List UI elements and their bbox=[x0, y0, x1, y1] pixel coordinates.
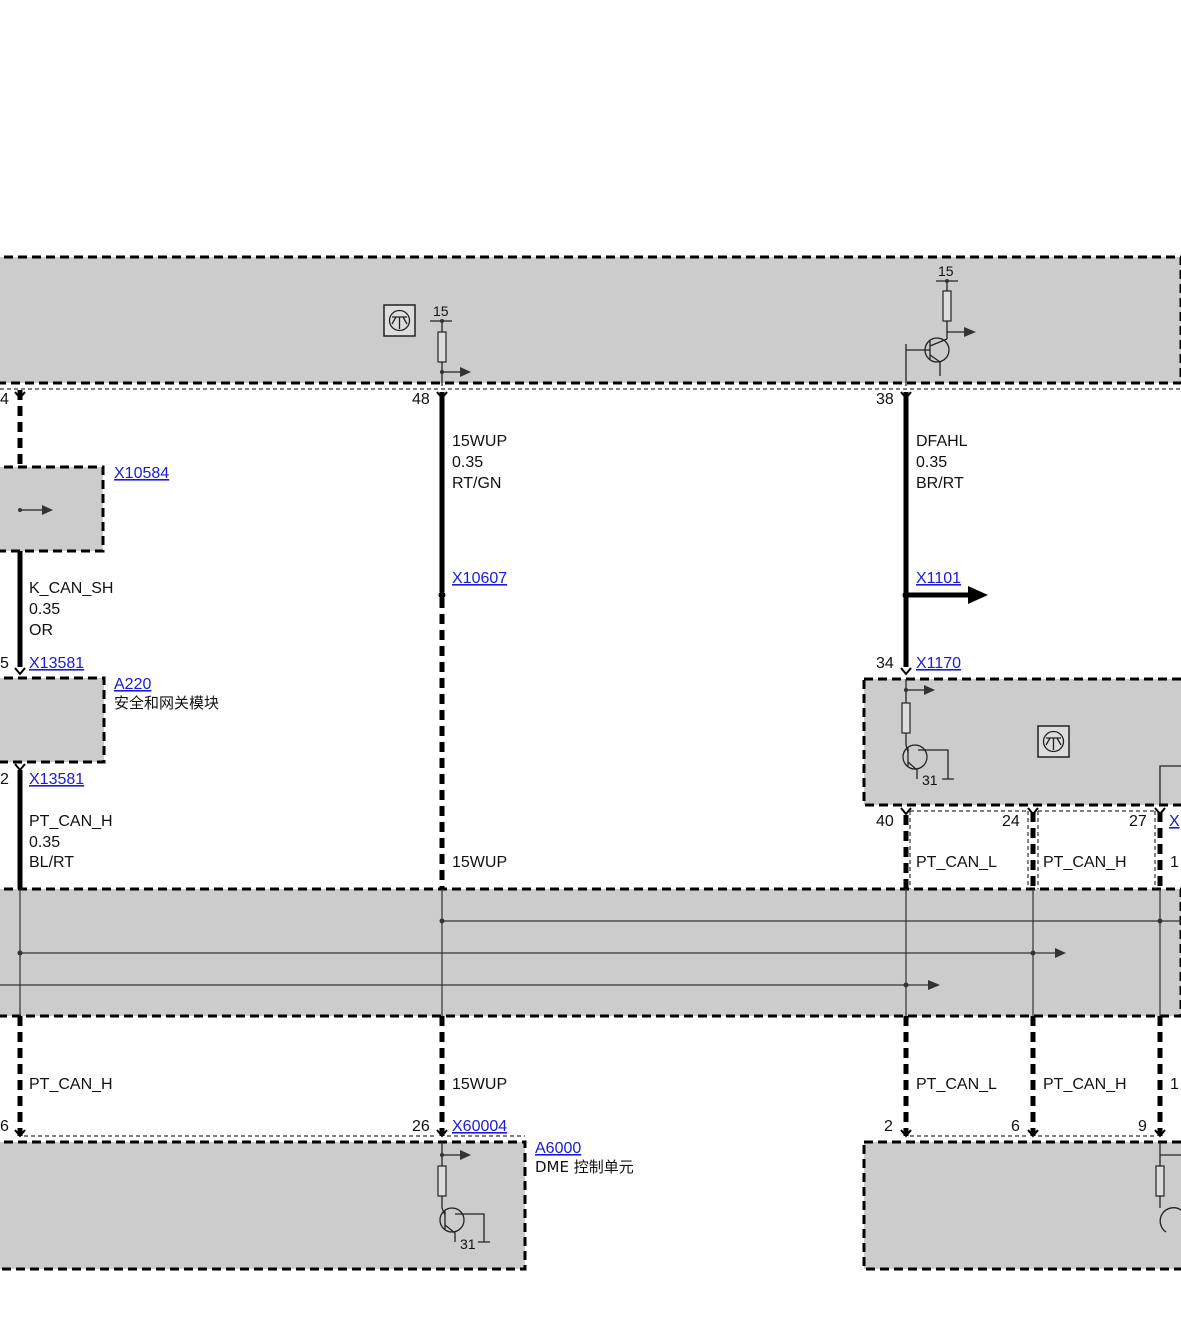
wire-ptcanh-bottom-left-label: PT_CAN_H bbox=[29, 1076, 113, 1093]
pin-34: 34 bbox=[876, 655, 894, 672]
connector-link-x10607[interactable]: X10607 bbox=[452, 570, 507, 587]
terminal-31-x1170: 31 bbox=[922, 772, 938, 788]
wire-15wup-mid-label: 15WUP bbox=[452, 854, 507, 871]
pin-24: 24 bbox=[1002, 813, 1020, 830]
a6000-dme-box bbox=[0, 1140, 527, 1271]
pin48-resistor-icon bbox=[430, 319, 471, 386]
wire-dfahl-name: DFAHL bbox=[916, 433, 968, 450]
x10584-splice-box bbox=[0, 465, 105, 553]
wire-kcan-color: OR bbox=[29, 622, 53, 639]
wire-ptcanh-mid-label: PT_CAN_H bbox=[1043, 854, 1127, 871]
pin-2-a220: 2 bbox=[0, 771, 9, 788]
connector-link-x1170[interactable]: X1170 bbox=[916, 655, 961, 672]
component-link-a220[interactable]: A220 bbox=[114, 676, 151, 693]
x1170-module-box bbox=[862, 677, 1181, 807]
wire-15wup-size: 0.35 bbox=[452, 454, 483, 471]
right-edge-line bbox=[1159, 765, 1181, 805]
bus-lines bbox=[0, 889, 1181, 1016]
pin-6-right: 6 bbox=[1011, 1118, 1020, 1135]
wire-ptcanl-mid-label: PT_CAN_L bbox=[916, 854, 997, 871]
connector-link-x1101[interactable]: X1101 bbox=[916, 570, 961, 587]
connector-link-x13581-top[interactable]: X13581 bbox=[29, 655, 84, 672]
connector-frame-mid bbox=[909, 810, 1156, 889]
connector-link-x10584[interactable]: X10584 bbox=[114, 465, 169, 482]
right-bottom-module-box bbox=[862, 1140, 1181, 1271]
pin-4: 4 bbox=[0, 391, 9, 408]
a220-module-box bbox=[0, 676, 106, 764]
component-link-a6000[interactable]: A6000 bbox=[535, 1140, 581, 1157]
pin-6-left: 6 bbox=[0, 1118, 9, 1135]
pin-26: 26 bbox=[412, 1118, 430, 1135]
x1170-transistor-icon bbox=[901, 679, 954, 780]
pin-marks bbox=[14, 391, 1166, 1138]
wire-ptcanl-bottom-label: PT_CAN_L bbox=[916, 1076, 997, 1093]
a6000-transistor-icon bbox=[437, 1142, 490, 1243]
connector-link-x13581-bottom[interactable]: X13581 bbox=[29, 771, 84, 788]
terminal-15-pin48: 15 bbox=[433, 303, 449, 319]
wire-ptcanh-bottom-right-label: PT_CAN_H bbox=[1043, 1076, 1127, 1093]
terminal-31-a6000: 31 bbox=[460, 1236, 476, 1252]
wire-dfahl-size: 0.35 bbox=[916, 454, 947, 471]
pin-9: 9 bbox=[1138, 1118, 1147, 1135]
pin-48: 48 bbox=[412, 391, 430, 408]
wire-edge-bottom-label: 1 bbox=[1170, 1076, 1179, 1093]
wire-kcan-name: K_CAN_SH bbox=[29, 580, 113, 597]
pin-2-right: 2 bbox=[884, 1118, 893, 1135]
pin-38: 38 bbox=[876, 391, 894, 408]
wire-ptcan-size: 0.35 bbox=[29, 834, 60, 851]
wire-15wup-name: 15WUP bbox=[452, 433, 507, 450]
transistor-box-icon bbox=[383, 304, 416, 337]
right-bottom-transistor-icon bbox=[1155, 1142, 1181, 1233]
wire-15wup-color: RT/GN bbox=[452, 475, 501, 492]
pin38-transistor-icon bbox=[905, 279, 976, 386]
component-name-a6000: DME 控制单元 bbox=[535, 1158, 634, 1176]
terminal-15-pin38: 15 bbox=[938, 263, 954, 279]
wire-15wup-bottom-label: 15WUP bbox=[452, 1076, 507, 1093]
wire-edge-mid-label: 1 bbox=[1170, 854, 1179, 871]
pin-40: 40 bbox=[876, 813, 894, 830]
x1170-transistor-box-icon bbox=[1037, 725, 1070, 758]
top-control-unit-box bbox=[0, 255, 1181, 385]
wire-ptcan-name: PT_CAN_H bbox=[29, 813, 113, 830]
pin-5: 5 bbox=[0, 655, 9, 672]
pin-27: 27 bbox=[1129, 813, 1147, 830]
x10607-junction-dot bbox=[438, 591, 446, 599]
connector-link-edge[interactable]: X bbox=[1169, 813, 1180, 830]
wire-ptcan-color: BL/RT bbox=[29, 854, 74, 871]
connector-link-x60004[interactable]: X60004 bbox=[452, 1118, 507, 1135]
component-name-a220: 安全和网关模块 bbox=[114, 694, 219, 712]
wire-kcan-size: 0.35 bbox=[29, 601, 60, 618]
x1101-arrow-icon bbox=[906, 586, 988, 604]
wire-dfahl-color: BR/RT bbox=[916, 475, 964, 492]
x10584-arrow-icon bbox=[18, 505, 53, 515]
